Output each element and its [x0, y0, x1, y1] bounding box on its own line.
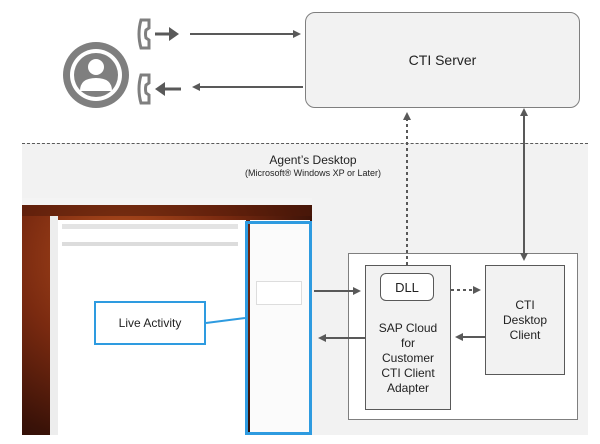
adapter-line: Customer [381, 351, 434, 365]
agent-desktop-subtitle: (Microsoft® Windows XP or Later) [244, 168, 381, 178]
screenshot-topbar [22, 198, 312, 205]
screenshot-table-header [62, 242, 238, 246]
outgoing-call-phone-icon [137, 73, 183, 105]
agent-person-icon [63, 42, 129, 108]
dll-label: DLL [395, 279, 419, 295]
adapter-box [365, 265, 451, 410]
screenshot-side-card [256, 281, 302, 305]
app-screenshot [22, 198, 312, 435]
adapter-line: SAP Cloud [378, 321, 438, 335]
screenshot-side-panel [250, 220, 310, 435]
screenshot-panel-header [62, 224, 238, 229]
adapter-line: CTI Client [381, 366, 435, 380]
screenshot-left-rail [50, 216, 58, 435]
adapter-line: for [400, 336, 415, 350]
cti-desktop-client-box: CTI Desktop Client [485, 265, 565, 375]
callout-connector [205, 317, 246, 324]
dll-box: DLL [380, 273, 434, 301]
live-activity-label: Live Activity [118, 316, 182, 330]
adapter-label: SAP Cloud for Customer CTI Client Adapte… [365, 321, 451, 396]
cti-desktop-client-line: CTI [515, 297, 535, 312]
cti-desktop-client-line: Desktop [502, 312, 548, 327]
cti-server-box: CTI Server [305, 12, 580, 108]
live-activity-highlight [245, 221, 312, 435]
cti-server-label: CTI Server [408, 52, 477, 68]
live-activity-callout: Live Activity [94, 301, 206, 345]
cti-desktop-client-line: Client [509, 327, 541, 342]
adapter-line: Adapter [386, 381, 430, 395]
incoming-call-phone-icon [137, 18, 183, 50]
agent-desktop-title: Agent’s Desktop [269, 153, 357, 167]
screenshot-nav-bar [22, 205, 312, 216]
